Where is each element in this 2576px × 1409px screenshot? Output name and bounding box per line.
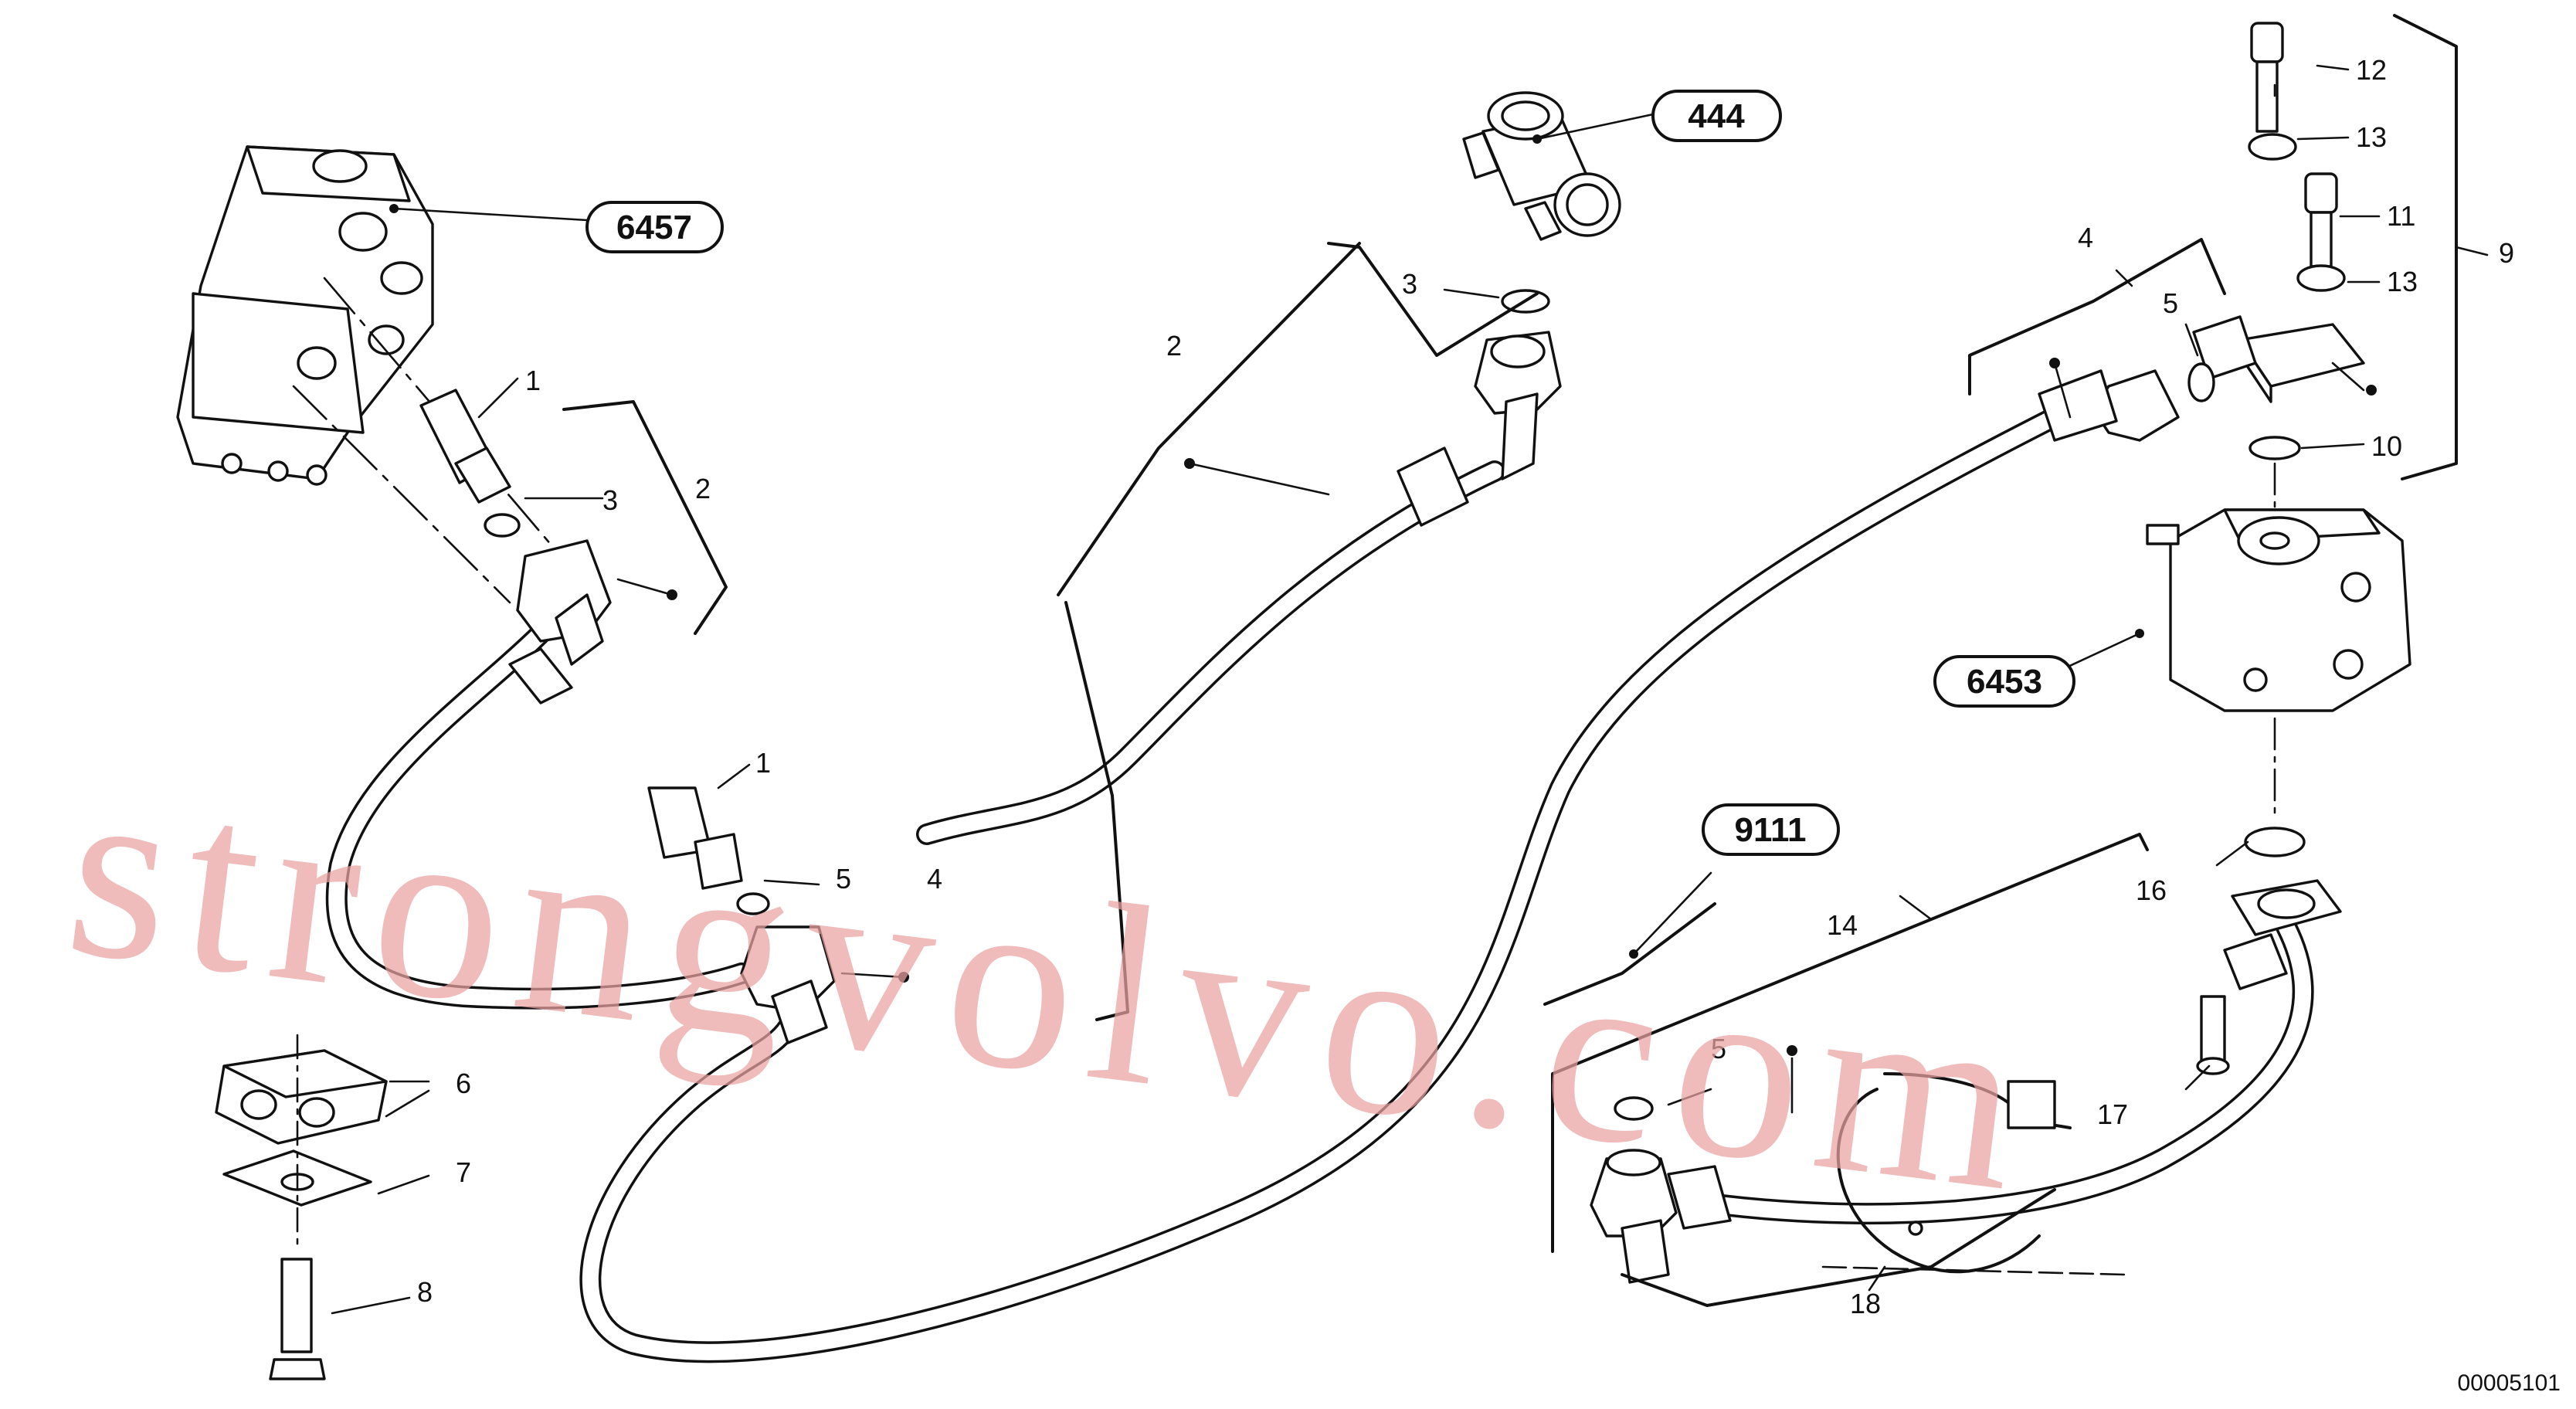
item-5-right: 5 bbox=[2163, 287, 2178, 319]
item-6: 6 bbox=[456, 1068, 471, 1099]
item-13-lower: 13 bbox=[2387, 266, 2418, 297]
screw-8 bbox=[269, 1258, 326, 1380]
item-5-left: 5 bbox=[836, 863, 851, 895]
adapter-fitting-upper bbox=[419, 389, 521, 538]
elbow-fitting-left bbox=[508, 539, 612, 704]
callout-444: 444 bbox=[1651, 90, 1782, 142]
hose-clamp bbox=[1836, 1072, 2072, 1274]
item-1-lower: 1 bbox=[755, 747, 771, 779]
bracket-lines bbox=[562, 14, 2458, 1307]
adapter-fitting-lower bbox=[647, 786, 836, 1044]
item-3-left: 3 bbox=[602, 484, 618, 516]
item-12: 12 bbox=[2356, 54, 2387, 86]
item-16: 16 bbox=[2136, 874, 2167, 906]
item-10: 10 bbox=[2371, 430, 2402, 462]
callout-6457: 6457 bbox=[585, 201, 724, 253]
callout-dots bbox=[389, 134, 2377, 1056]
item-18: 18 bbox=[1850, 1288, 1881, 1319]
item-11: 11 bbox=[2387, 200, 2415, 232]
gear-pump bbox=[2146, 508, 2411, 712]
callout-6453-label: 6453 bbox=[1967, 663, 2042, 701]
elbow-fitting-center bbox=[1397, 331, 1562, 527]
screw-12 bbox=[2250, 22, 2284, 133]
clamp-block-6 bbox=[215, 1049, 388, 1145]
hose-fitting-upper-right bbox=[2038, 369, 2180, 442]
callout-9111-label: 9111 bbox=[1734, 811, 1806, 849]
item-17: 17 bbox=[2097, 1098, 2128, 1130]
snap-ring-16 bbox=[2244, 827, 2306, 857]
o-ring-5-bottom bbox=[1614, 1096, 1654, 1121]
screw-11 bbox=[2304, 172, 2338, 268]
steering-unit bbox=[176, 145, 589, 604]
item-13-upper: 13 bbox=[2356, 121, 2387, 153]
item-3-center: 3 bbox=[1402, 268, 1417, 300]
item-2-center: 2 bbox=[1166, 330, 1182, 362]
item-7: 7 bbox=[456, 1156, 471, 1188]
item-4-left: 4 bbox=[927, 863, 942, 895]
snap-ring-10 bbox=[2248, 436, 2301, 460]
washer-13-upper bbox=[2248, 133, 2297, 161]
screw-17 bbox=[2196, 995, 2230, 1075]
leader-lines bbox=[331, 64, 2489, 1315]
item-14: 14 bbox=[1827, 909, 1858, 941]
hoses bbox=[325, 391, 2314, 1363]
callout-6457-label: 6457 bbox=[616, 209, 692, 246]
flange-block bbox=[2192, 315, 2365, 403]
elbow-fitting-bottom bbox=[1590, 1149, 1732, 1284]
pump-flange-lower bbox=[2223, 879, 2342, 990]
item-numbers: 1 1 2 2 3 3 4 4 5 5 5 6 7 8 9 10 11 12 1… bbox=[417, 54, 2514, 1319]
callout-9111: 9111 bbox=[1702, 803, 1840, 856]
item-9: 9 bbox=[2499, 237, 2514, 269]
callout-6453: 6453 bbox=[1933, 655, 2075, 708]
item-8: 8 bbox=[417, 1276, 433, 1308]
item-5-bottom: 5 bbox=[1711, 1033, 1726, 1064]
item-2-left: 2 bbox=[695, 473, 711, 504]
item-4-right: 4 bbox=[2078, 222, 2093, 253]
washer-13-lower bbox=[2296, 264, 2346, 292]
callout-444-label: 444 bbox=[1688, 97, 1745, 135]
tee-fitting-444 bbox=[1462, 91, 1621, 241]
drawing-code: 00005101 bbox=[2458, 1370, 2561, 1396]
item-1-upper: 1 bbox=[525, 365, 541, 396]
o-ring-5-right bbox=[2187, 362, 2215, 402]
